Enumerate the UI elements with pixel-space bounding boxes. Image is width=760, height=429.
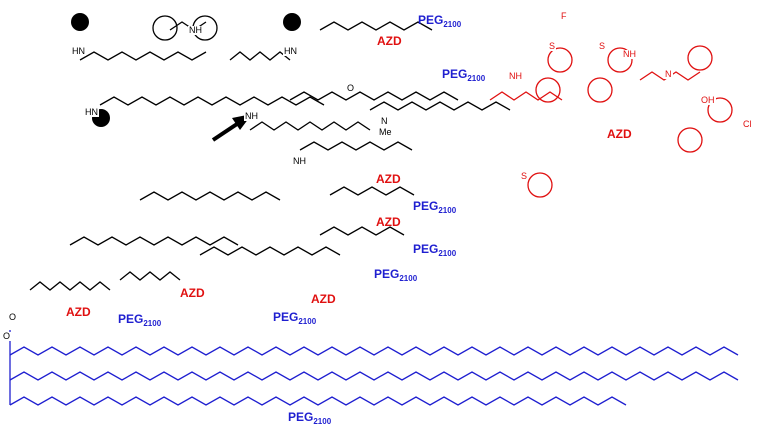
peg-label: PEG2100 xyxy=(118,312,162,328)
surface-bead xyxy=(283,13,301,31)
atom-o: O xyxy=(346,83,356,93)
peg-label: PEG2100 xyxy=(374,267,418,283)
lysine-chain xyxy=(299,141,413,151)
lysine-chain xyxy=(79,51,207,61)
lysine-chain xyxy=(199,246,341,256)
lysine-chain xyxy=(29,281,111,291)
peg-label: PEG2100 xyxy=(418,13,462,29)
atom-o: O xyxy=(8,312,18,322)
peg-chain xyxy=(9,371,739,381)
atom-nh: NH xyxy=(622,49,637,59)
azd-label: AZD xyxy=(377,34,402,48)
azd-label: AZD xyxy=(311,292,336,306)
atom-s: S xyxy=(548,41,557,51)
atom-n: N xyxy=(380,116,389,126)
ring xyxy=(587,77,613,103)
azd-label: AZD xyxy=(180,286,205,300)
peg-chain xyxy=(9,396,627,406)
atom-hn: HN xyxy=(283,46,298,56)
ring xyxy=(527,172,553,198)
atom-f: F xyxy=(560,11,568,21)
ring xyxy=(535,77,561,103)
atom-nh: NH xyxy=(244,111,259,121)
atom-nh: NH xyxy=(188,25,203,35)
surface-bead xyxy=(71,13,89,31)
atom-cl: Cl xyxy=(742,119,753,129)
lysine-chain xyxy=(99,96,325,106)
lysine-chain xyxy=(289,91,459,101)
ring xyxy=(152,15,178,41)
peg-label: PEG2100 xyxy=(413,242,457,258)
atom-me: Me xyxy=(378,127,393,137)
azd-title: AZD xyxy=(607,127,632,141)
lysine-chain xyxy=(329,186,415,196)
atom-s: S xyxy=(598,41,607,51)
ring xyxy=(677,127,703,153)
azd-label: AZD xyxy=(66,305,91,319)
azd-chain xyxy=(489,91,563,101)
peg-title: PEG2100 xyxy=(288,410,332,426)
peg-label: PEG2100 xyxy=(442,67,486,83)
lysine-chain xyxy=(69,236,239,246)
ring xyxy=(707,97,733,123)
atom-hn: HN xyxy=(84,107,99,117)
lysine-chain xyxy=(249,121,371,131)
atom-nh: NH xyxy=(292,156,307,166)
ring xyxy=(547,47,573,73)
lysine-chain xyxy=(119,271,181,281)
atom-nh: NH xyxy=(508,71,523,81)
ring xyxy=(687,45,713,71)
peg-chain xyxy=(9,346,739,356)
atom-hn: HN xyxy=(71,46,86,56)
ring xyxy=(607,47,633,73)
lysine-chain xyxy=(319,226,405,236)
lysine-chain xyxy=(229,51,291,61)
linker-chain xyxy=(369,101,511,111)
atom-n: N xyxy=(664,69,673,79)
peg-label: PEG2100 xyxy=(273,310,317,326)
azd-label: AZD xyxy=(376,172,401,186)
lysine-chain xyxy=(139,191,281,201)
lysine-chain xyxy=(319,21,433,31)
atom-oh: OH xyxy=(700,95,716,105)
atom-o: O xyxy=(2,331,12,341)
atom-s: S xyxy=(520,171,529,181)
peg-label: PEG2100 xyxy=(413,199,457,215)
azd-label: AZD xyxy=(376,215,401,229)
arrow-shaft xyxy=(211,120,242,142)
